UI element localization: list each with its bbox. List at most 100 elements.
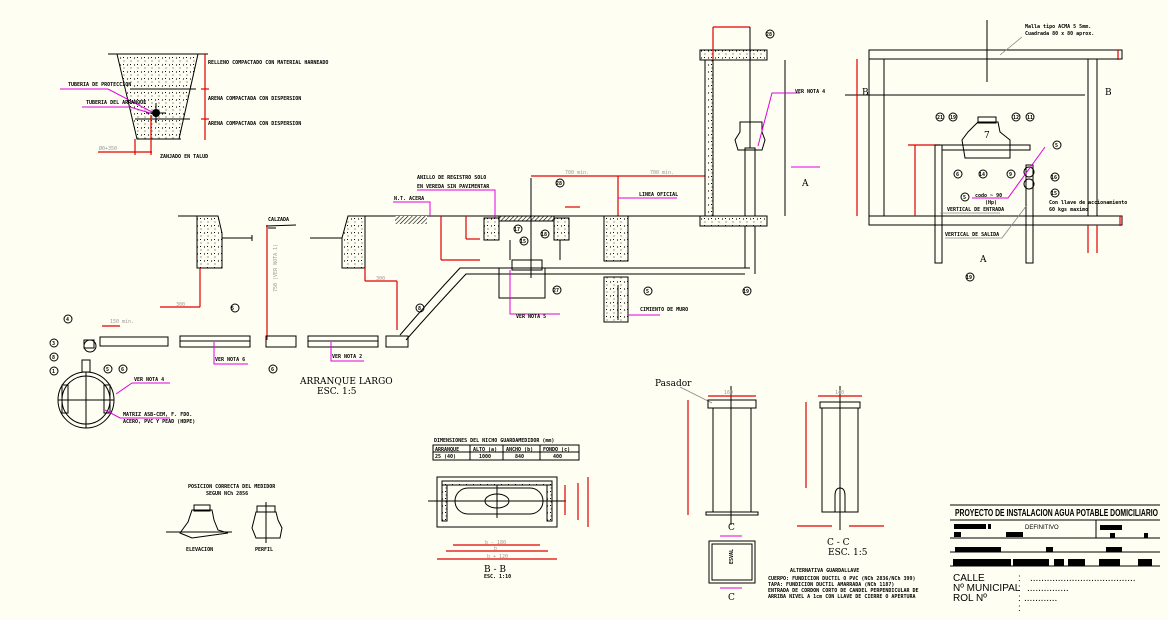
view-elevacion: ELEVACION bbox=[186, 547, 213, 553]
water-meter-icon bbox=[961, 121, 1011, 159]
label-tuberia-arranque: TUBERIA DEL ARRANQUE bbox=[86, 100, 146, 106]
dim-300-a: 300 bbox=[176, 302, 185, 308]
dim-750: 750 (VER NOTA 1) bbox=[273, 244, 279, 292]
svg-text:15: 15 bbox=[520, 239, 526, 245]
svg-text:8: 8 bbox=[52, 355, 55, 361]
svg-text::: : bbox=[1018, 583, 1021, 594]
label-anillo-1: ANILLO DE REGISTRO SOLO bbox=[417, 175, 486, 181]
svg-text:18: 18 bbox=[541, 232, 547, 238]
label-codo-sub: (Hp) bbox=[985, 200, 997, 206]
svg-text::: : bbox=[1018, 593, 1021, 604]
field-value-municipal: ............... bbox=[1027, 583, 1069, 594]
title-block-fields: CALLE : ................................… bbox=[953, 573, 1136, 614]
svg-text:27: 27 bbox=[553, 288, 559, 294]
svg-text:28: 28 bbox=[556, 181, 562, 187]
esval-plate bbox=[708, 540, 756, 584]
section-bb: b - 180 b b + 120 B - B ESC. 1:10 bbox=[428, 476, 589, 580]
svg-text:21: 21 bbox=[937, 115, 943, 121]
callouts: 4 3 8 1 5 6 5 6 8 17 15 18 27 28 5 19 bbox=[49, 178, 752, 376]
arranque-scale: ESC. 1:5 bbox=[317, 387, 357, 397]
svg-text:7: 7 bbox=[984, 131, 990, 141]
section-mark-c2: C bbox=[728, 593, 735, 603]
arranque-title: ARRANQUE LARGO bbox=[299, 377, 393, 387]
label-vertical-entrada: VERTICAL DE ENTRADA bbox=[947, 207, 1004, 213]
label-ver-nota-2: VER NOTA 2 bbox=[332, 354, 362, 360]
label-matriz-2: ACERO, PVC Y PEAD (HDPE) bbox=[123, 419, 195, 425]
field-value-calle: ...................................... bbox=[1030, 573, 1136, 584]
trench-fill bbox=[116, 53, 199, 140]
note-3: ENTRADA DE CORDON CORTO DE CANDEL PERPEN… bbox=[768, 588, 919, 594]
curb-left bbox=[196, 215, 223, 269]
svg-text:19: 19 bbox=[966, 275, 972, 281]
col-fondo: FONDO (c) bbox=[543, 447, 570, 453]
trench-title: ZANJADO EN TALUD bbox=[160, 154, 208, 160]
label-malla-1: Malla tipo ACMA 5 5mm. bbox=[1025, 24, 1091, 30]
nicho-elevation: VER NOTA 4 A 28 bbox=[699, 26, 825, 227]
dim-b-plus: b + 120 bbox=[487, 554, 508, 560]
svg-text:5: 5 bbox=[963, 195, 966, 201]
label-tuberia-proteccion: TUBERIA DE PROTECCION bbox=[68, 82, 131, 88]
layer-label-2: ARENA COMPACTADA CON DISPERSION bbox=[208, 96, 301, 102]
col-ancho: ANCHO (b) bbox=[506, 447, 533, 453]
nicho-table: DIMENSIONES DEL NICHO GUARDAMEDIDOR (mm)… bbox=[432, 438, 580, 461]
svg-text:6: 6 bbox=[271, 367, 274, 373]
col-alto: ALTO (a) bbox=[473, 447, 497, 453]
dim-160: 160 bbox=[724, 390, 733, 396]
section-bb-title: B - B bbox=[484, 565, 506, 575]
section-mark-a2: A bbox=[979, 255, 987, 265]
svg-text:4: 4 bbox=[66, 317, 69, 323]
section-mark-b1: B bbox=[1105, 88, 1112, 98]
dim-150: 150 mín. bbox=[110, 318, 134, 325]
svg-text:5: 5 bbox=[646, 289, 649, 295]
label-cimiento: CIMIENTO DE MURO bbox=[640, 307, 688, 313]
cell-arranque: 25 (40) bbox=[435, 454, 456, 460]
curb-right bbox=[341, 215, 366, 269]
section-cc-title: C - C bbox=[827, 538, 850, 548]
meter-position-title-1: POSICION CORRECTA DEL MEDIDOR bbox=[188, 484, 276, 490]
title-block: PROYECTO DE INSTALACION AGUA POTABLE DOM… bbox=[950, 504, 1160, 614]
dim-b-minus: b - 180 bbox=[485, 540, 506, 546]
note-4: ARRIBA NIVEL A 1cm CON LLAVE DE CIERRE O… bbox=[768, 594, 916, 600]
section-mark-c1: C bbox=[728, 523, 735, 533]
label-nt-acera: N.T. ACERA bbox=[394, 196, 424, 202]
dim-b: b bbox=[494, 546, 497, 552]
ground-hatch bbox=[395, 216, 427, 224]
label-calzada: CALZADA bbox=[268, 217, 289, 223]
label-llave-2: 60 kgs maximo bbox=[1049, 207, 1088, 213]
dim-700-2: 700 mín. bbox=[650, 169, 674, 176]
label-ver-nota-5: VER NOTA 5 bbox=[516, 314, 546, 320]
svg-text::: : bbox=[1018, 603, 1021, 614]
note-2: TAPA: FUNDICION DUCTIL AMARRADA (NCh 118… bbox=[768, 582, 894, 588]
svg-text:6: 6 bbox=[956, 172, 959, 178]
pipe-segments bbox=[99, 335, 409, 348]
notes-title: ALTERNATIVA GUARDALLAVE bbox=[790, 568, 859, 574]
nicho-table-title: DIMENSIONES DEL NICHO GUARDAMEDIDOR (mm) bbox=[434, 438, 554, 444]
label-linea-oficial: LINEA OFICIAL bbox=[639, 192, 678, 198]
svg-text:19: 19 bbox=[743, 289, 749, 295]
section-bb-scale: ESC. 1:10 bbox=[484, 574, 511, 580]
dim-trench-width: Ø0+350 bbox=[99, 145, 117, 152]
svg-text:12: 12 bbox=[1013, 115, 1019, 121]
label-matriz-1: MATRIZ ASB-CEM, F. FDO. bbox=[123, 412, 192, 418]
field-label-calle: CALLE bbox=[953, 573, 985, 584]
svg-text:9: 9 bbox=[1009, 172, 1012, 178]
svg-text:3: 3 bbox=[52, 341, 55, 347]
label-malla-2: Cuadrada 80 x 80 aprox. bbox=[1025, 31, 1094, 37]
trench-detail: TUBERIA DE PROTECCION TUBERIA DEL ARRANQ… bbox=[60, 53, 328, 160]
svg-text::: : bbox=[1018, 573, 1021, 584]
svg-text:28: 28 bbox=[766, 32, 772, 38]
svg-text:5: 5 bbox=[231, 306, 234, 312]
layer-label-1: RELLENO COMPACTADO CON MATERIAL HARNEADO bbox=[208, 60, 328, 66]
label-vertical-salida: VERTICAL DE SALIDA bbox=[945, 232, 999, 238]
view-perfil: PERFIL bbox=[255, 547, 273, 553]
label-anillo-2: EN VEREDA SIN PAVIMENTAR bbox=[417, 184, 490, 190]
svg-text:1: 1 bbox=[52, 369, 55, 375]
svg-text:5: 5 bbox=[1055, 143, 1058, 149]
dim-300-b: 300 bbox=[376, 276, 385, 282]
label-llave-1: Con llave de accionamiento bbox=[1049, 200, 1127, 206]
meter-box-detail: Malla tipo ACMA 5 5mm. Cuadrada 80 x 80 … bbox=[845, 20, 1127, 282]
meter-position-title-2: SEGUN NCh 2856 bbox=[206, 491, 248, 497]
dim-700-1: 700 mín. bbox=[565, 169, 589, 176]
label-codo: codo ~ 90 bbox=[975, 193, 1002, 199]
